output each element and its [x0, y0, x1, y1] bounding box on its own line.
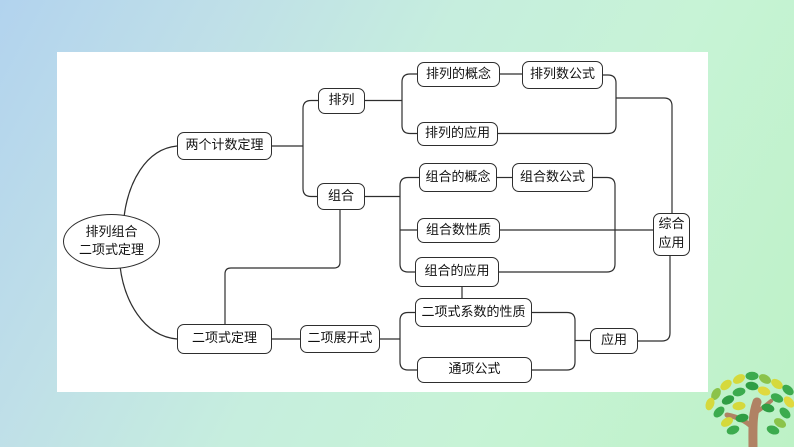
binomial-theorem-label: 二项式定理	[191, 331, 257, 347]
tree-icon	[705, 371, 794, 447]
permutation-application-label: 排列的应用	[424, 126, 490, 142]
root-node: 排列组合 二项式定理	[63, 214, 160, 269]
binomial-coefficient-properties-label: 二项式系数的性质	[421, 304, 526, 320]
binomial-expansion-node: 二项展开式	[300, 325, 380, 353]
connector-lines	[119, 73, 673, 371]
combination-concept-label: 组合的概念	[425, 169, 491, 185]
permutation-concept-node: 排列的概念	[417, 62, 500, 87]
permutation-formula-node: 排列数公式	[522, 61, 603, 89]
general-term-formula-node: 通项公式	[417, 357, 532, 383]
combination-properties-node: 组合数性质	[417, 218, 500, 243]
concept-map-panel: 排列组合 二项式定理 两个计数定理 排列 组合 排列的概念 排列数公式 排列的应…	[57, 52, 708, 392]
binomial-coefficient-properties-node: 二项式系数的性质	[415, 298, 532, 327]
combination-formula-label: 组合数公式	[519, 169, 585, 185]
comprehensive-application-label-line1: 综合	[658, 217, 685, 233]
binomial-expansion-label: 二项展开式	[307, 331, 373, 347]
counting-theorems-label: 两个计数定理	[185, 138, 264, 154]
combination-concept-node: 组合的概念	[419, 163, 497, 192]
combination-formula-node: 组合数公式	[512, 163, 593, 192]
counting-theorems-node: 两个计数定理	[177, 132, 272, 160]
tree-leaves	[705, 371, 794, 435]
root-node-label-line2: 二项式定理	[78, 242, 144, 258]
permutation-application-node: 排列的应用	[417, 122, 498, 146]
permutation-formula-label: 排列数公式	[529, 67, 595, 83]
root-node-label-line1: 排列组合	[85, 224, 138, 240]
combination-label: 组合	[327, 188, 354, 204]
combination-node: 组合	[317, 183, 365, 210]
application-node: 应用	[590, 328, 638, 354]
combination-properties-label: 组合数性质	[425, 222, 491, 238]
general-term-formula-label: 通项公式	[448, 362, 501, 378]
comprehensive-application-node: 综合 应用	[653, 213, 690, 256]
combination-application-node: 组合的应用	[415, 257, 499, 287]
permutation-node: 排列	[318, 88, 365, 114]
permutation-label: 排列	[328, 93, 355, 109]
application-label: 应用	[600, 333, 627, 349]
binomial-theorem-node: 二项式定理	[177, 324, 272, 354]
comprehensive-application-label-line2: 应用	[658, 235, 685, 251]
combination-application-label: 组合的应用	[424, 264, 490, 280]
permutation-concept-label: 排列的概念	[425, 66, 491, 82]
